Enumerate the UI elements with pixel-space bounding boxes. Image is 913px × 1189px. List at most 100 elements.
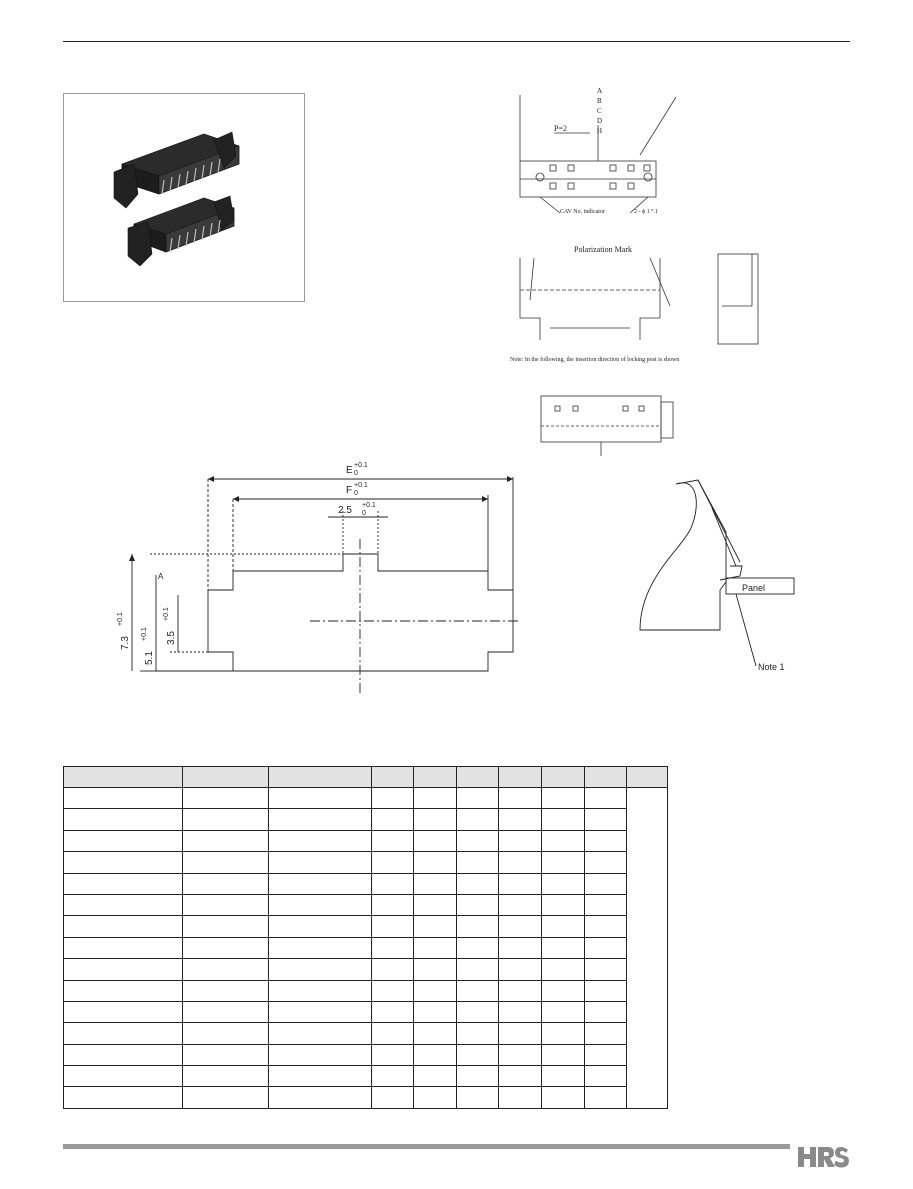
table-cell bbox=[268, 1022, 372, 1045]
table-cell bbox=[63, 1086, 183, 1109]
table-cell bbox=[268, 893, 372, 917]
table-cell bbox=[498, 1000, 542, 1024]
cavity-indicator-label: CAV No. indicator bbox=[560, 209, 605, 215]
table-row bbox=[63, 1000, 668, 1024]
table-cell bbox=[63, 893, 183, 917]
table-cell bbox=[584, 893, 627, 917]
table-cell bbox=[498, 958, 542, 981]
table-cell bbox=[541, 979, 585, 1002]
letters-column: A B C D H bbox=[597, 87, 602, 135]
table-row bbox=[63, 915, 668, 938]
table-cell bbox=[584, 1000, 627, 1024]
table-cell bbox=[182, 958, 269, 981]
table-cell bbox=[371, 829, 414, 853]
table-cell bbox=[413, 851, 457, 874]
table-cell bbox=[371, 958, 414, 981]
table-cell bbox=[268, 936, 372, 960]
table-cell bbox=[456, 1000, 499, 1024]
header-cell bbox=[63, 766, 183, 788]
table-cell bbox=[541, 786, 585, 810]
table-cell bbox=[182, 829, 269, 853]
table-row bbox=[63, 893, 668, 917]
table-cell bbox=[584, 1065, 627, 1088]
table-cell bbox=[541, 1043, 585, 1067]
table-cell bbox=[541, 1065, 585, 1088]
side-view-drawing bbox=[515, 372, 695, 457]
dim-height-2: 5.1 bbox=[144, 651, 155, 665]
table-cell bbox=[541, 936, 585, 960]
dim-e-label: E bbox=[346, 465, 353, 476]
table-cell bbox=[498, 1086, 542, 1109]
dim-f-tolerance: +0.1 bbox=[354, 482, 368, 489]
panel-label: Panel bbox=[742, 583, 765, 593]
table-cell bbox=[498, 786, 542, 810]
table-cell bbox=[584, 786, 627, 810]
table-row bbox=[63, 1086, 668, 1109]
table-cell bbox=[268, 1065, 372, 1088]
header-cell bbox=[584, 766, 627, 788]
table-cell bbox=[371, 1043, 414, 1067]
table-cell bbox=[182, 979, 269, 1002]
note-1-label: Note 1 bbox=[758, 662, 785, 672]
table-row bbox=[63, 851, 668, 874]
table-cell bbox=[498, 1065, 542, 1088]
table-cell bbox=[584, 829, 627, 853]
table-cell bbox=[584, 851, 627, 874]
table-cell bbox=[63, 1043, 183, 1067]
table-cell bbox=[63, 829, 183, 853]
table-row bbox=[63, 808, 668, 831]
header-cell bbox=[371, 766, 414, 788]
table-cell bbox=[498, 936, 542, 960]
table-cell bbox=[413, 872, 457, 895]
table-cell bbox=[413, 936, 457, 960]
footer-bar bbox=[63, 1144, 790, 1149]
table-cell bbox=[268, 851, 372, 874]
table-body bbox=[63, 786, 668, 1109]
table-cell bbox=[498, 808, 542, 831]
letter-a: A bbox=[597, 87, 602, 95]
letter-h: H bbox=[597, 127, 602, 135]
table-cell bbox=[456, 979, 499, 1002]
table-row bbox=[63, 1065, 668, 1088]
dim-a-label: A bbox=[158, 572, 164, 581]
table-cell bbox=[584, 872, 627, 895]
letter-b: B bbox=[597, 97, 602, 105]
table-cell bbox=[63, 872, 183, 895]
header-cell bbox=[626, 766, 668, 788]
table-cell bbox=[456, 872, 499, 895]
table-cell bbox=[413, 1022, 457, 1045]
table-cell bbox=[63, 808, 183, 831]
table-cell bbox=[268, 915, 372, 938]
table-cell bbox=[541, 872, 585, 895]
hole-diameter-label: 2 - ϕ 1 °.1 bbox=[634, 208, 658, 215]
table-cell bbox=[584, 915, 627, 938]
pitch-label: P=2 bbox=[554, 124, 567, 133]
header-cell bbox=[413, 766, 457, 788]
table-cell bbox=[541, 829, 585, 853]
table-cell bbox=[371, 1086, 414, 1109]
panel-detail-drawing: Panel Note 1 bbox=[630, 470, 810, 685]
table-cell bbox=[456, 936, 499, 960]
table-cell bbox=[413, 915, 457, 938]
table-cell bbox=[63, 1065, 183, 1088]
table-cell bbox=[456, 893, 499, 917]
table-cell bbox=[584, 958, 627, 981]
table-cell bbox=[371, 915, 414, 938]
table-cell bbox=[584, 808, 627, 831]
table-cell bbox=[63, 1022, 183, 1045]
table-cell bbox=[498, 872, 542, 895]
table-cell bbox=[584, 979, 627, 1002]
table-cell bbox=[182, 786, 269, 810]
table-cell bbox=[456, 958, 499, 981]
table-cell bbox=[63, 1000, 183, 1024]
table-cell bbox=[268, 829, 372, 853]
dim-pitch-zero: 0 bbox=[362, 510, 366, 517]
dim-pitch-tolerance: +0.1 bbox=[362, 502, 376, 509]
table-cell bbox=[371, 786, 414, 810]
table-cell bbox=[268, 1000, 372, 1024]
table-cell bbox=[371, 893, 414, 917]
header-rule bbox=[63, 41, 850, 42]
dim-pitch-label: 2.5 bbox=[338, 505, 352, 516]
table-cell bbox=[456, 1022, 499, 1045]
table-cell bbox=[413, 979, 457, 1002]
